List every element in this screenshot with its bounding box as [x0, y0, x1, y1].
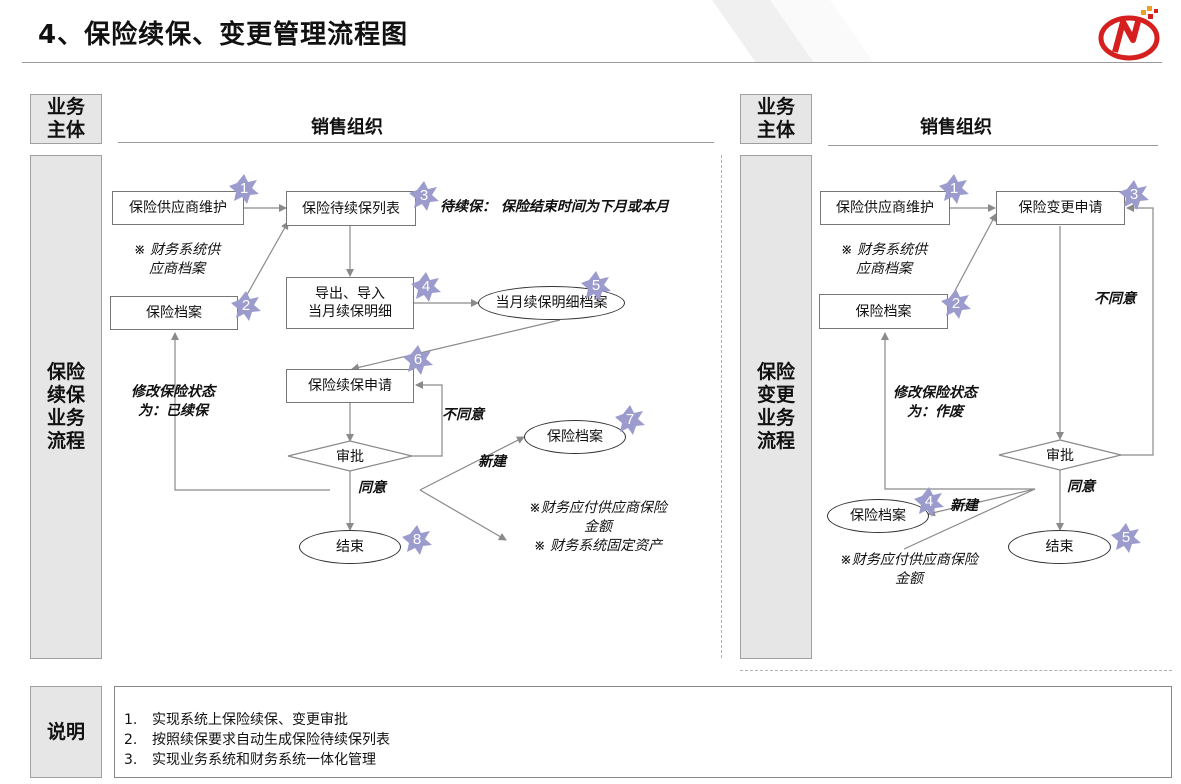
left-node-pending-list[interactable]: 保险待续保列表	[286, 191, 416, 226]
left-label-new: 新建	[478, 454, 506, 470]
left-org-underline	[118, 142, 714, 143]
left-process-label: 保险 续保 业务 流程	[30, 155, 102, 659]
section-divider	[721, 155, 722, 658]
left-node-supplier[interactable]: 保险供应商维护	[112, 191, 244, 225]
header-divider	[22, 62, 1162, 63]
left-node-approve[interactable]: 审批	[336, 449, 364, 465]
explain-list: 1.实现系统上保险续保、变更审批 2.按照续保要求自动生成保险待续保列表 3.实…	[124, 710, 390, 770]
right-note-finance-pay: ※财务应付供应商保险 金额	[840, 552, 978, 587]
right-node-archive2[interactable]: 保险档案	[827, 499, 929, 533]
page-title: 4、保险续保、变更管理流程图	[38, 20, 409, 50]
right-node-change-apply[interactable]: 保险变更申请	[996, 191, 1125, 225]
right-node-archive[interactable]: 保险档案	[819, 294, 948, 329]
left-org-title: 销售组织	[311, 117, 383, 138]
left-node-monthly-detail[interactable]: 当月续保明细档案	[478, 286, 625, 320]
company-logo	[1095, 4, 1167, 62]
step-badge: 1	[229, 174, 259, 204]
right-node-supplier[interactable]: 保险供应商维护	[820, 191, 950, 225]
right-note-modify-status: 修改保险状态 为：作废	[893, 385, 977, 420]
right-note-finance-supplier: ※ 财务系统供 应商档案	[840, 242, 928, 277]
left-label-disagree: 不同意	[442, 407, 484, 423]
step-badge: 4	[914, 487, 944, 517]
right-process-label: 保险 变更 业务 流程	[740, 155, 812, 659]
right-label-agree: 同意	[1067, 479, 1095, 495]
step-badge: 6	[403, 345, 433, 375]
right-node-end[interactable]: 结束	[1008, 530, 1111, 564]
right-label-disagree: 不同意	[1094, 291, 1136, 307]
step-badge: 5	[581, 271, 611, 301]
step-badge: 4	[411, 272, 441, 302]
right-org-title: 销售组织	[920, 117, 992, 138]
explain-item: 3.实现业务系统和财务系统一体化管理	[124, 752, 376, 768]
left-node-archive2[interactable]: 保险档案	[524, 420, 626, 454]
explain-box	[114, 686, 1172, 778]
left-subject-label: 业务 主体	[30, 94, 102, 144]
step-badge: 5	[1111, 523, 1141, 553]
explain-label: 说明	[30, 686, 102, 778]
step-badge: 7	[615, 405, 645, 435]
section-divider	[740, 670, 1172, 671]
step-badge: 1	[939, 174, 969, 204]
step-badge: 3	[1119, 180, 1149, 210]
step-badge: 3	[409, 181, 439, 211]
left-note-finance-pay: ※财务应付供应商保险 金额 ※ 财务系统固定资产	[529, 500, 667, 554]
step-badge: 8	[402, 525, 432, 555]
right-node-approve[interactable]: 审批	[1046, 448, 1074, 464]
right-subject-label: 业务 主体	[740, 94, 812, 144]
left-note-modify-status: 修改保险状态 为：已续保	[131, 384, 215, 419]
left-node-apply[interactable]: 保险续保申请	[286, 369, 414, 403]
left-node-end[interactable]: 结束	[299, 530, 401, 564]
explain-item: 2.按照续保要求自动生成保险待续保列表	[124, 732, 390, 748]
step-badge: 2	[231, 291, 261, 321]
explain-item: 1.实现系统上保险续保、变更审批	[124, 712, 348, 728]
left-node-archive[interactable]: 保险档案	[110, 296, 238, 330]
left-note-pending-def: 待续保： 保险结束时间为下月或本月	[440, 199, 669, 215]
left-node-export[interactable]: 导出、导入 当月续保明细	[286, 277, 414, 329]
step-badge: 2	[941, 289, 971, 319]
left-label-agree: 同意	[358, 480, 386, 496]
right-org-underline	[828, 145, 1158, 146]
right-label-new: 新建	[950, 498, 978, 514]
left-note-finance-supplier: ※ 财务系统供 应商档案	[133, 242, 221, 277]
